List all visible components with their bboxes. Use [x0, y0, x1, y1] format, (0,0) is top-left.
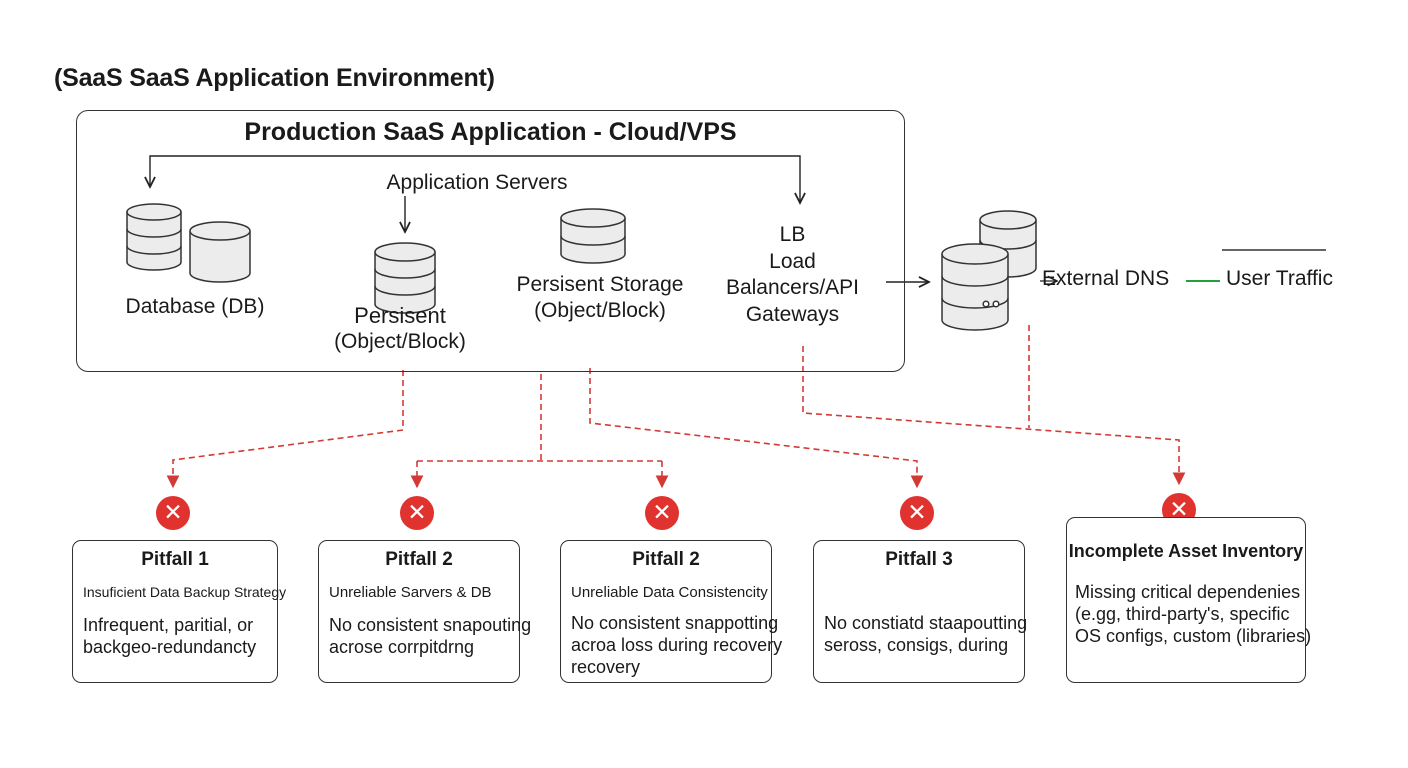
- pitfall-body-line: recovery: [571, 657, 641, 677]
- persistent-label-line-2: (Object/Block): [334, 330, 466, 353]
- application-servers-label: Application Servers: [386, 171, 568, 194]
- pitfall-body: No consistent snapouting acrose corrpitd…: [329, 614, 532, 658]
- pitfall-subtitle: Insuficient Data Backup Strategy: [83, 584, 287, 600]
- pitfall-body-line: seross, consigs, during: [824, 635, 1009, 655]
- lb-label-line-2: Load: [769, 249, 816, 273]
- pitfall-body: Infrequent, paritial, or backgeo-redunda…: [83, 614, 271, 658]
- persistent-storage-icon: [374, 242, 436, 314]
- lb-label-line-3: Balancers/API: [725, 276, 860, 299]
- top-routing-arrow: [150, 155, 800, 232]
- error-x-icon: ✕: [400, 496, 434, 530]
- lb-label-line-1: LB: [779, 223, 806, 246]
- pitfall-connectors: [166, 325, 1186, 489]
- load-balancer-label: LB Load Balancers/API Gateways: [720, 222, 865, 328]
- pitfall-card-4: Pitfall 3 No constiatd staapoutting sero…: [813, 540, 1028, 683]
- pitfall-subtitle: Unreliable Data Consistencity: [571, 584, 768, 601]
- pitfall-body-line: acrose corrpitdrng: [329, 637, 475, 657]
- environment-title: (SaaS SaaS Application Environment): [54, 64, 495, 92]
- production-environment-box: [76, 110, 905, 372]
- pitfall-body-line: (e.gg, third-party's, specific: [1075, 604, 1290, 624]
- pitfall-body-line: Infrequent, paritial, or: [83, 615, 254, 635]
- pitfall-title: Pitfall 1: [141, 549, 209, 570]
- pitfall-title: Pitfall 2: [385, 549, 453, 570]
- pitfall-title: Pitfall 2: [632, 549, 700, 570]
- pitfall-card-2: Pitfall 2 Unreliable Sarvers & DB No con…: [318, 540, 532, 683]
- pitfall-body-line: backgeo-redundancty: [83, 637, 257, 657]
- pitfall-body: No consistent snappotting acroa loss dur…: [571, 612, 783, 678]
- pitfall-body-line: Missing critical dependenies: [1075, 582, 1301, 602]
- pitfall-body: Missing critical dependenies (e.gg, thir…: [1075, 581, 1312, 647]
- pitfall-body-line: acroa loss during recovery: [571, 635, 783, 655]
- pitfall-card-3: Pitfall 2 Unreliable Data Consistencity …: [560, 540, 783, 683]
- error-x-icon: ✕: [156, 496, 190, 530]
- persistent-label: Persisent (Object/Block): [300, 303, 500, 355]
- database-icon: [126, 203, 251, 283]
- pitfall-body-line: No consistent snapouting: [329, 615, 532, 635]
- persistent-storage-label: Persisent Storage (Object/Block): [505, 272, 695, 324]
- object-storage-icon: [560, 208, 626, 264]
- error-x-icon: ✕: [900, 496, 934, 530]
- pitfall-card-5: Incomplete Asset Inventory Missing criti…: [1066, 517, 1312, 683]
- pitfall-card-1: Pitfall 1 Insuficient Data Backup Strate…: [72, 540, 287, 683]
- pitfall-subtitle: Unreliable Sarvers & DB: [329, 584, 492, 601]
- pitfall-body: No constiatd staapoutting seross, consig…: [824, 612, 1028, 656]
- database-label: Database (DB): [125, 295, 265, 318]
- persistent-storage-label-line-1: Persisent Storage: [516, 273, 684, 296]
- user-traffic-label: User Traffic: [1226, 267, 1333, 290]
- persistent-storage-label-line-2: (Object/Block): [534, 299, 666, 322]
- pitfall-body-line: No consistent snappotting: [571, 613, 779, 633]
- lb-label-line-4: Gateways: [745, 302, 840, 326]
- pitfall-title: Pitfall 3: [885, 549, 953, 570]
- production-title: Production SaaS Application - Cloud/VPS: [244, 118, 737, 146]
- error-x-icon: ✕: [645, 496, 679, 530]
- persistent-label-line-1: Persisent: [354, 303, 446, 328]
- pitfall-title: Incomplete Asset Inventory: [1068, 541, 1304, 561]
- pitfall-body-line: No constiatd staapoutting: [824, 613, 1028, 633]
- external-dns-label: External DNS: [1042, 267, 1170, 290]
- external-server-icon: [941, 210, 1037, 331]
- pitfall-body-line: OS configs, custom (libraries): [1075, 626, 1312, 646]
